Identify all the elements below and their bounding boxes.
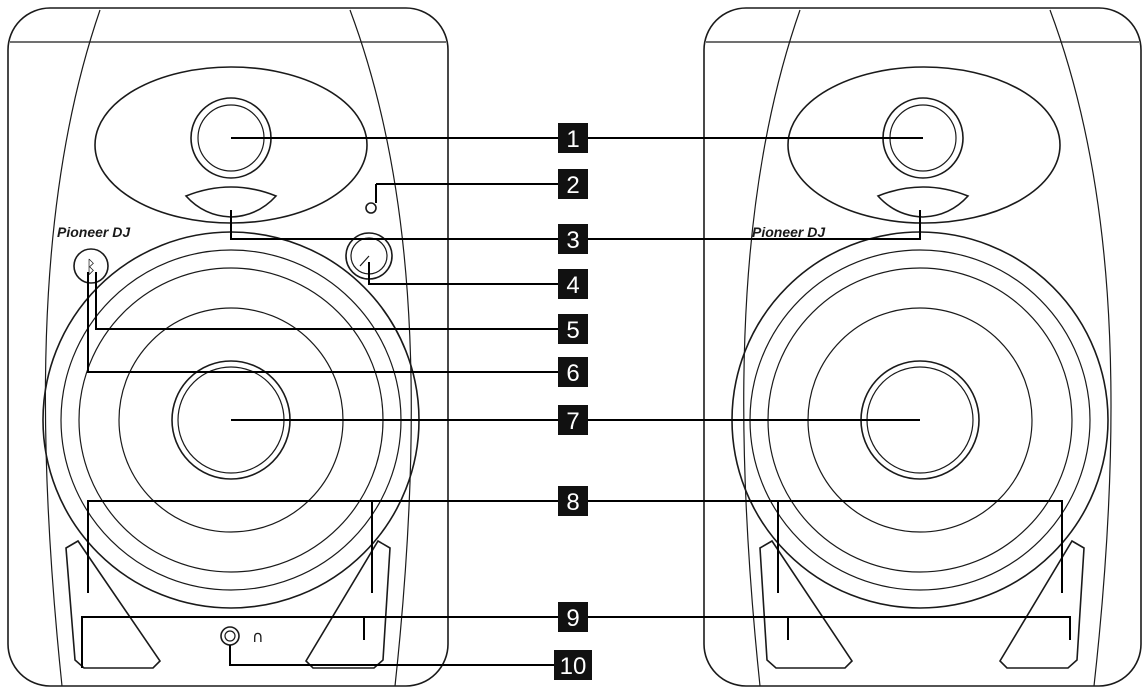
right-speaker-cabinet [703,7,1142,687]
callout-1: 1 [558,123,588,153]
left-brand-logo: Pioneer DJ [57,224,131,240]
leader-4 [368,262,560,285]
left-speaker-cabinet [7,7,449,687]
leader-9-right [787,616,1071,640]
leader-6 [87,272,560,373]
callout-box [558,602,588,632]
callout-4: 4 [558,269,588,299]
callout-box [558,224,588,254]
bluetooth-icon: ᛒ [86,257,97,278]
callout-6: 6 [558,357,588,387]
right-bass-reflex-port [876,186,970,218]
left-tweeter-waveguide [94,66,368,224]
headphone-icon: ∩ [252,627,264,646]
headphone-jack-outer[interactable] [220,626,240,646]
callouts: 1 2 3 4 5 6 7 8 9 10 [554,123,592,680]
headphone-jack-inner [224,630,236,642]
right-speaker: Pioneer DJ [703,7,1142,687]
leader-8 [87,500,373,593]
callout-3: 3 [558,224,588,254]
callout-number: 5 [566,317,579,344]
callout-box [558,357,588,387]
callout-5: 5 [558,314,588,344]
callout-box [558,314,588,344]
callout-2: 2 [558,169,588,199]
callout-number: 3 [566,227,579,254]
left-bass-reflex-port [184,186,278,218]
callout-number: 6 [566,360,579,387]
callout-box [558,169,588,199]
callout-number: 2 [566,172,579,199]
power-indicator [365,202,377,214]
callout-number: 8 [566,489,579,516]
bluetooth-button[interactable] [73,248,109,284]
callout-number: 7 [566,408,579,435]
callout-box [558,405,588,435]
callout-number: 4 [566,272,579,299]
left-speaker-foot-right [304,539,391,669]
left-speaker-contour-left [44,9,101,687]
callout-8: 8 [558,486,588,516]
right-speaker-foot-left [759,539,854,669]
callout-box [558,123,588,153]
right-tweeter-waveguide [787,66,1061,224]
volume-knob-pointer [359,255,370,267]
callout-number: 10 [560,653,587,680]
callout-9: 9 [558,602,588,632]
left-speaker-foot-left [65,539,162,669]
leader-5 [95,272,560,330]
callout-7: 7 [558,405,588,435]
right-speaker-contour-right [1049,9,1112,687]
leader-8-right [777,500,1063,593]
leader-9 [81,616,365,668]
callout-number: 1 [566,126,579,153]
right-speaker-contour-left [743,9,801,687]
callout-box [558,486,588,516]
callout-10: 10 [554,650,592,680]
callout-box [558,269,588,299]
callout-number: 9 [566,605,579,632]
right-speaker-foot-right [998,539,1085,669]
leader-10 [229,645,560,666]
left-speaker-contour-right [349,9,412,687]
callout-box [554,650,592,680]
right-brand-logo: Pioneer DJ [752,224,826,240]
left-speaker: Pioneer DJ ᛒ ∩ [7,7,449,687]
